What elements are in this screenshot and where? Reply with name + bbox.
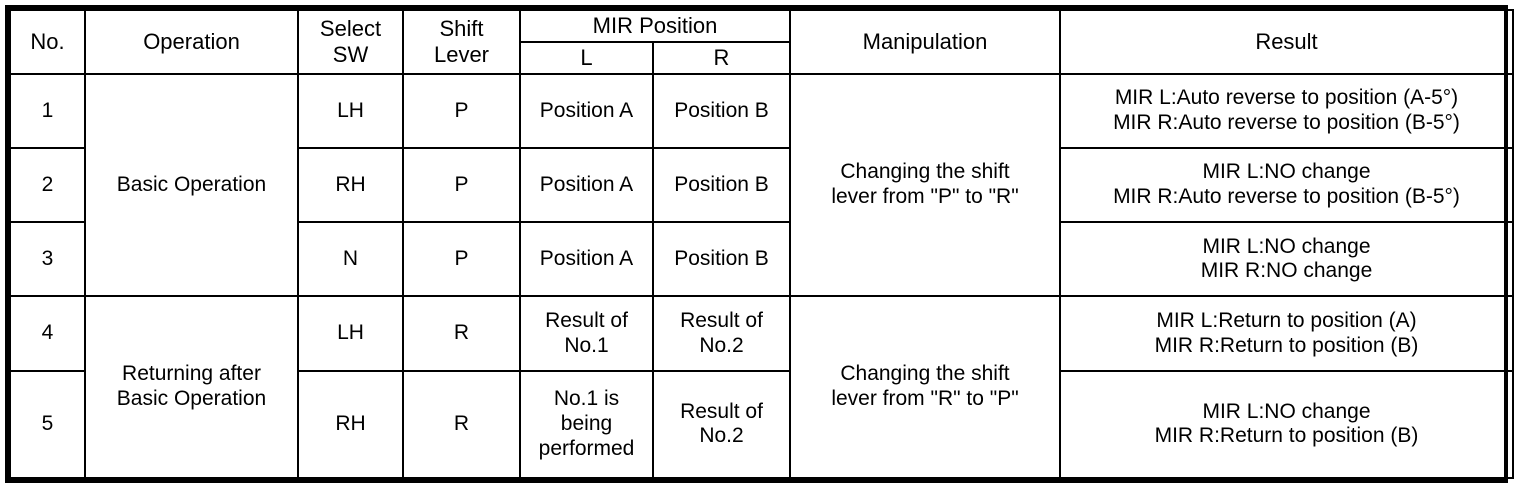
cell-mir-l-4: Result of No.1 (519, 295, 654, 372)
header-shift-lever-line1: Shift (439, 16, 484, 41)
cell-mir-r-1: Position B (652, 72, 791, 150)
result-1-line1: MIR L:Auto reverse to position (A-5°) (1114, 86, 1459, 110)
cell-select-sw-4: LH (297, 295, 404, 372)
result-3-line2: MIR R:NO change (1200, 259, 1373, 283)
cell-mir-l-3: Position A (519, 221, 654, 298)
cell-result-1: MIR L:Auto reverse to position (A-5°) MI… (1059, 72, 1514, 150)
header-row-2: L R (10, 40, 1513, 75)
table-row: 3 N P Position A Position B MIR L:NO cha… (9, 221, 1514, 298)
table-row: 2 RH P Position A Position B MIR L:NO ch… (9, 147, 1514, 224)
header-select-sw: Select SW (297, 9, 404, 75)
header-shift-lever: Shift Lever (402, 9, 521, 75)
result-2-line1: MIR L:NO change (1202, 160, 1371, 184)
table-row: 5 RH R No.1 is being performed Result of… (9, 369, 1514, 480)
cell-select-sw-2: RH (297, 147, 404, 224)
manip-r-to-p-line2: lever from "R" to "P" (831, 387, 1019, 411)
table-row: 1 Basic Operation LH P Position A Positi… (9, 72, 1514, 298)
cell-select-sw-5: RH (297, 369, 404, 480)
header-manipulation: Manipulation (789, 9, 1061, 75)
result-3-line1: MIR L:NO change (1202, 234, 1371, 258)
cell-operation-returning: Returning after Basic Operation (84, 295, 299, 479)
result-5-line1: MIR L:NO change (1202, 399, 1371, 423)
cell-mir-r-2: Position B (652, 147, 791, 224)
cell-manipulation-r-to-p: Changing the shift lever from "R" to "P" (789, 295, 1061, 479)
header-shift-lever-line2: Lever (433, 41, 490, 67)
result-1-line2: MIR R:Auto reverse to position (B-5°) (1113, 111, 1460, 134)
cell-mir-l-2: Position A (519, 147, 654, 224)
manip-p-to-r-line1: Changing the shift (840, 160, 1010, 184)
cell-manipulation-p-to-r: Changing the shift lever from "P" to "R" (789, 72, 1061, 298)
mir-r-5-line1: Result of (680, 399, 763, 423)
mir-l-5-line3: performed (538, 436, 635, 460)
header-mir-position: MIR Position (519, 9, 791, 43)
manip-r-to-p-line1: Changing the shift (840, 362, 1010, 386)
header-result: Result (1059, 9, 1514, 75)
cell-operation-basic: Basic Operation (84, 72, 299, 298)
cell-shift-lever-3: P (402, 221, 521, 298)
cell-shift-lever-2: P (402, 147, 521, 224)
cell-mir-r-4: Result of No.2 (652, 295, 791, 372)
mir-l-5-line1: No.1 is (553, 387, 620, 411)
result-4-line1: MIR L:Return to position (A) (1156, 308, 1417, 332)
header-operation: Operation (84, 9, 299, 75)
operation-returning-line1: Returning after (122, 362, 261, 386)
cell-no-5: 5 (9, 369, 86, 480)
cell-mir-l-1: Position A (519, 72, 654, 150)
table-body: 1 Basic Operation LH P Position A Positi… (9, 72, 1514, 480)
cell-result-4: MIR L:Return to position (A) MIR R:Retur… (1059, 295, 1514, 372)
cell-select-sw-3: N (297, 221, 404, 298)
mir-l-4-line2: No.1 (564, 333, 609, 357)
cell-select-sw-1: LH (297, 72, 404, 150)
cell-shift-lever-5: R (402, 369, 521, 480)
header-row-1: No. Operation Select SW Shift Lever MIR … (9, 9, 1514, 75)
header-mir-r: R (652, 40, 791, 75)
operation-returning-line2: Basic Operation (116, 387, 267, 411)
mir-r-4-line2: No.2 (699, 333, 744, 357)
mir-r-4-line1: Result of (680, 308, 763, 332)
manip-p-to-r-line2: lever from "P" to "R" (831, 185, 1019, 209)
header-select-sw-line2: SW (332, 41, 369, 67)
cell-mir-r-5: Result of No.2 (652, 369, 791, 480)
header-mir-l: L (519, 40, 654, 75)
cell-mir-r-3: Position B (652, 221, 791, 298)
cell-shift-lever-1: P (402, 72, 521, 150)
header-select-sw-line1: Select (319, 16, 382, 41)
mir-l-4-line1: Result of (545, 308, 628, 332)
cell-shift-lever-4: R (402, 295, 521, 372)
spec-table-container: No. Operation Select SW Shift Lever MIR … (5, 5, 1514, 483)
cell-no-2: 2 (9, 147, 86, 224)
table-header: No. Operation Select SW Shift Lever MIR … (9, 9, 1514, 75)
cell-no-4: 4 (9, 295, 86, 372)
cell-mir-l-5: No.1 is being performed (519, 369, 654, 480)
table-row: 4 Returning after Basic Operation LH R R… (9, 295, 1514, 479)
cell-result-5: MIR L:NO change MIR R:Return to position… (1059, 369, 1514, 480)
result-2-line2: MIR R:Auto reverse to position (B-5°) (1113, 185, 1460, 209)
cell-no-3: 3 (9, 221, 86, 298)
cell-no-1: 1 (9, 72, 86, 150)
mirror-operation-table: No. Operation Select SW Shift Lever MIR … (9, 9, 1514, 480)
cell-result-3: MIR L:NO change MIR R:NO change (1059, 221, 1514, 298)
result-5-line2: MIR R:Return to position (B) (1154, 424, 1419, 448)
result-4-line2: MIR R:Return to position (B) (1154, 333, 1419, 357)
mir-r-5-line2: No.2 (699, 424, 744, 448)
header-no: No. (9, 9, 86, 75)
mir-l-5-line2: being (560, 411, 613, 435)
cell-result-2: MIR L:NO change MIR R:Auto reverse to po… (1059, 147, 1514, 224)
